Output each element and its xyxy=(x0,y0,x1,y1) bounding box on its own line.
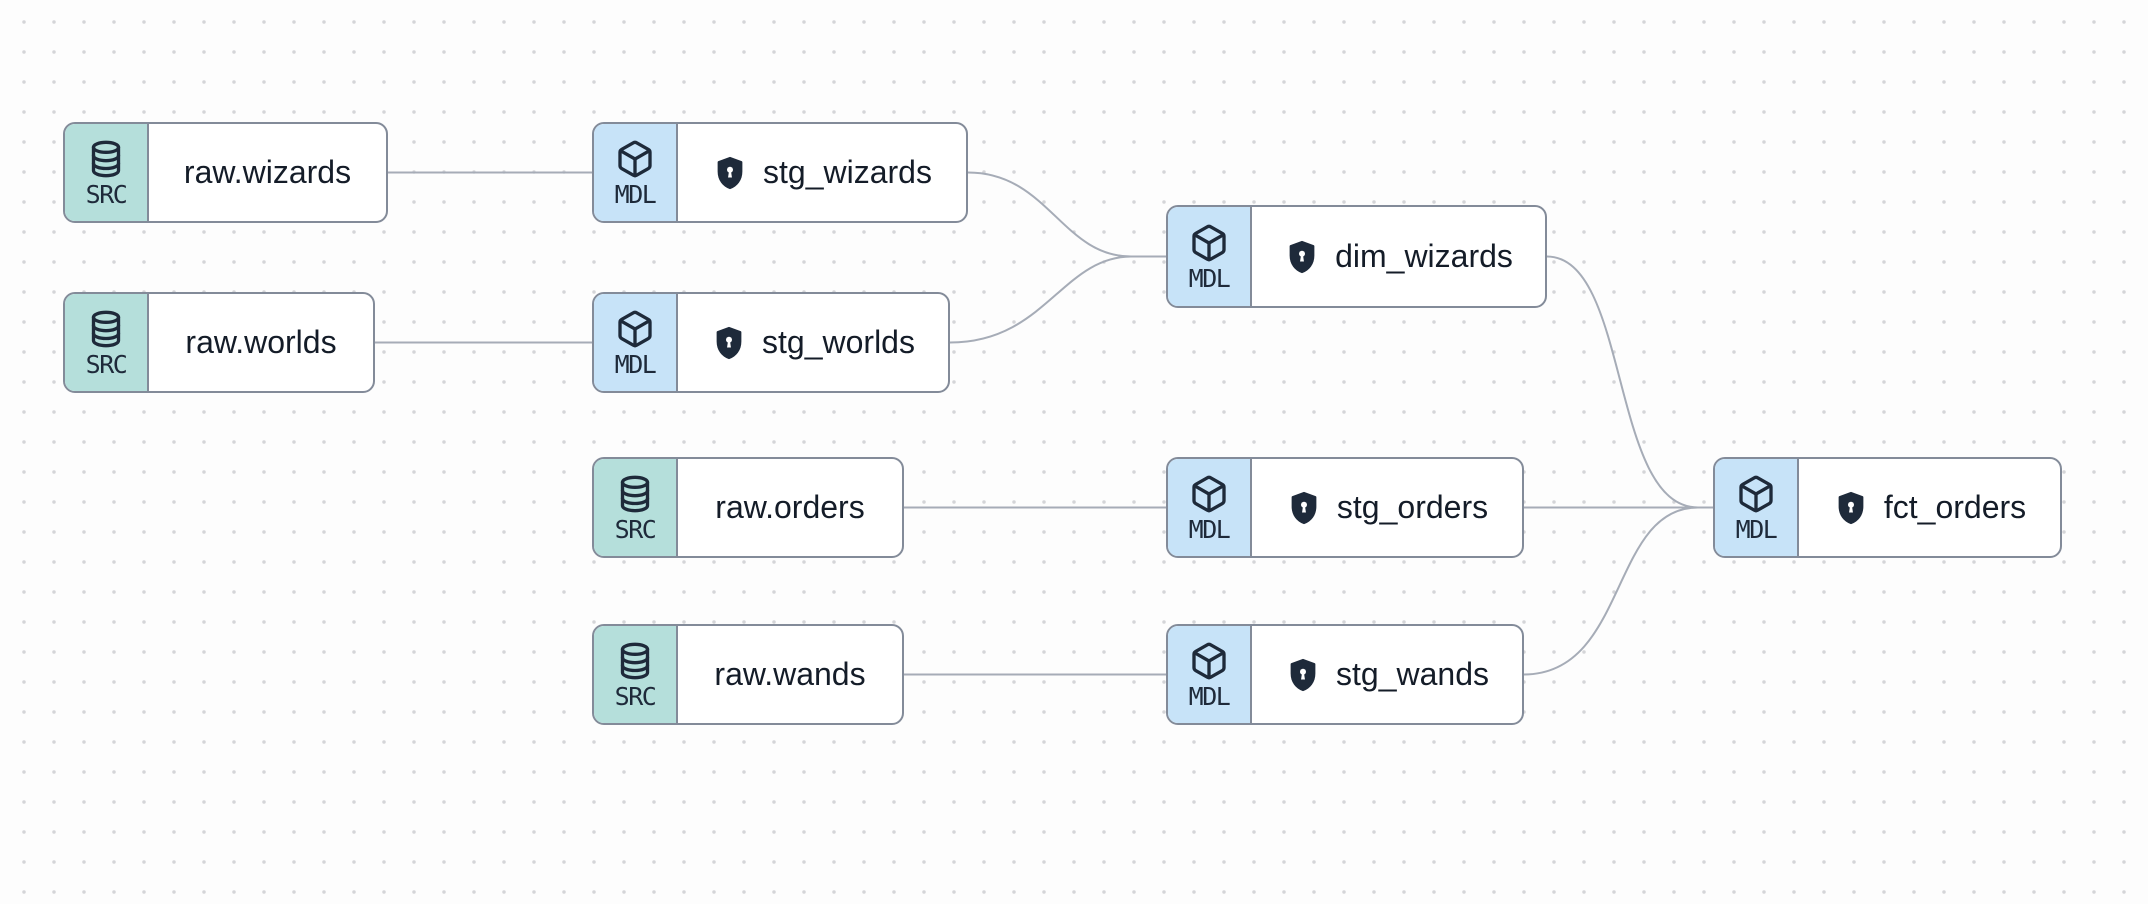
badge-label: MDL xyxy=(1188,681,1231,711)
badge-label: SRC xyxy=(614,681,657,711)
node-label: raw.wands xyxy=(714,656,866,692)
node-label: dim_wizards xyxy=(1335,238,1513,274)
badge-label: MDL xyxy=(1735,514,1778,544)
node-body: fct_orders xyxy=(1799,459,2060,556)
node-stg-wizards[interactable]: MDL stg_wizards xyxy=(592,122,968,223)
model-type-badge: MDL xyxy=(1168,626,1252,723)
node-label: raw.orders xyxy=(715,489,865,525)
node-label: stg_wands xyxy=(1336,656,1489,692)
badge-label: MDL xyxy=(1188,514,1231,544)
node-body: raw.wands xyxy=(678,626,902,723)
database-icon xyxy=(620,642,650,679)
shield-lock-icon xyxy=(717,156,743,189)
database-icon xyxy=(91,310,121,347)
node-stg-orders[interactable]: MDL stg_orders xyxy=(1166,457,1524,558)
node-label: stg_orders xyxy=(1336,489,1489,525)
shield-lock-icon xyxy=(1838,491,1864,524)
badge-label: SRC xyxy=(614,514,657,544)
badge-label: SRC xyxy=(85,349,128,379)
badge-label: MDL xyxy=(614,349,657,379)
badge-label: MDL xyxy=(1188,263,1231,293)
node-body: dim_wizards xyxy=(1252,207,1545,306)
node-body: raw.worlds xyxy=(149,294,373,391)
node-raw-orders[interactable]: SRC raw.orders xyxy=(592,457,904,558)
model-type-badge: MDL xyxy=(1715,459,1799,556)
shield-lock-icon xyxy=(1289,240,1315,273)
node-raw-worlds[interactable]: SRC raw.worlds xyxy=(63,292,375,393)
model-type-badge: MDL xyxy=(1168,459,1252,556)
source-type-badge: SRC xyxy=(65,294,149,391)
node-label: raw.wizards xyxy=(183,154,352,190)
node-body: raw.wizards xyxy=(149,124,386,221)
model-type-badge: MDL xyxy=(1168,207,1252,306)
badge-label: SRC xyxy=(85,179,128,209)
shield-lock-icon xyxy=(1290,658,1316,691)
cube-icon xyxy=(618,310,652,347)
cube-icon xyxy=(618,140,652,177)
model-type-badge: MDL xyxy=(594,124,678,221)
database-icon xyxy=(620,475,650,512)
node-label: stg_worlds xyxy=(762,324,915,360)
edge-stg_wizards-to-dim_wizards xyxy=(967,171,1167,258)
database-icon xyxy=(91,140,121,177)
node-label: stg_wizards xyxy=(763,154,932,190)
node-label: raw.worlds xyxy=(185,324,337,360)
node-stg-worlds[interactable]: MDL stg_worlds xyxy=(592,292,950,393)
node-fct-orders[interactable]: MDL fct_orders xyxy=(1713,457,2062,558)
edge-dim_wizards-to-fct_orders xyxy=(1546,255,1714,509)
node-raw-wands[interactable]: SRC raw.wands xyxy=(592,624,904,725)
source-type-badge: SRC xyxy=(65,124,149,221)
shield-lock-icon xyxy=(716,326,742,359)
node-body: stg_orders xyxy=(1252,459,1522,556)
node-stg-wands[interactable]: MDL stg_wands xyxy=(1166,624,1524,725)
node-body: stg_wands xyxy=(1252,626,1522,723)
node-body: stg_worlds xyxy=(678,294,948,391)
shield-lock-icon xyxy=(1291,491,1317,524)
edge-stg_worlds-to-dim_wizards xyxy=(949,255,1132,344)
node-body: stg_wizards xyxy=(678,124,966,221)
node-dim-wizards[interactable]: MDL dim_wizards xyxy=(1166,205,1547,308)
cube-icon xyxy=(1192,475,1226,512)
cube-icon xyxy=(1192,642,1226,679)
node-label: fct_orders xyxy=(1883,489,2027,525)
model-type-badge: MDL xyxy=(594,294,678,391)
badge-label: MDL xyxy=(614,179,657,209)
source-type-badge: SRC xyxy=(594,459,678,556)
node-raw-wizards[interactable]: SRC raw.wizards xyxy=(63,122,388,223)
edge-stg_wands-to-fct_orders xyxy=(1523,506,1699,676)
source-type-badge: SRC xyxy=(594,626,678,723)
cube-icon xyxy=(1739,475,1773,512)
node-body: raw.orders xyxy=(678,459,902,556)
cube-icon xyxy=(1192,224,1226,261)
